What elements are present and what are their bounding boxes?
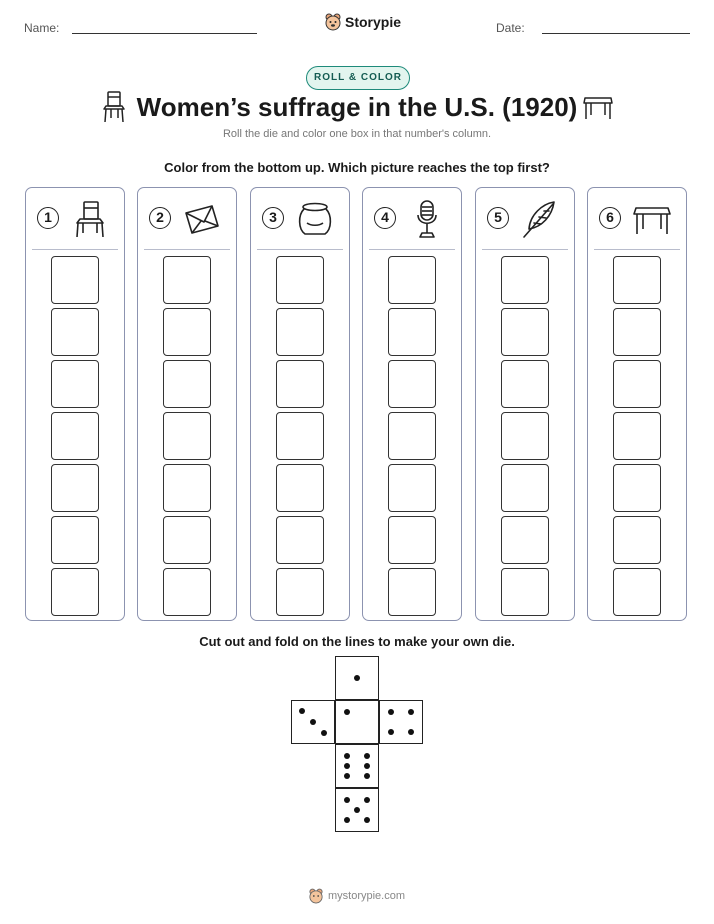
column-2: 2 xyxy=(137,187,237,621)
color-box[interactable] xyxy=(51,412,99,460)
column-6: 6 xyxy=(587,187,687,621)
color-box[interactable] xyxy=(613,308,661,356)
color-box[interactable] xyxy=(501,412,549,460)
color-box[interactable] xyxy=(163,360,211,408)
color-box[interactable] xyxy=(276,568,324,616)
color-box[interactable] xyxy=(613,516,661,564)
die-face-center-1 xyxy=(335,700,379,744)
color-box[interactable] xyxy=(276,308,324,356)
footer-url[interactable]: mystorypie.com xyxy=(327,890,406,902)
color-box[interactable] xyxy=(51,256,99,304)
color-box[interactable] xyxy=(613,568,661,616)
color-box[interactable] xyxy=(388,516,436,564)
column-3: 3 xyxy=(250,187,350,621)
name-label: Name: xyxy=(24,21,60,35)
color-box[interactable] xyxy=(163,568,211,616)
color-box[interactable] xyxy=(388,256,436,304)
column-5: 5 xyxy=(475,187,575,621)
color-box[interactable] xyxy=(501,256,549,304)
color-box[interactable] xyxy=(51,568,99,616)
color-box[interactable] xyxy=(613,360,661,408)
color-box[interactable] xyxy=(51,516,99,564)
feather-icon xyxy=(523,201,555,238)
color-box[interactable] xyxy=(163,516,211,564)
color-box[interactable] xyxy=(163,464,211,512)
color-box[interactable] xyxy=(613,464,661,512)
table-icon xyxy=(583,97,613,119)
color-box[interactable] xyxy=(388,360,436,408)
color-box[interactable] xyxy=(163,256,211,304)
color-instruction: Color from the bottom up. Which picture … xyxy=(164,160,550,175)
color-box[interactable] xyxy=(501,308,549,356)
color-box[interactable] xyxy=(501,568,549,616)
color-box[interactable] xyxy=(276,464,324,512)
subtitle: Roll the die and color one box in that n… xyxy=(222,128,492,140)
column-number: 4 xyxy=(374,207,396,229)
color-box[interactable] xyxy=(613,256,661,304)
chair-icon xyxy=(103,91,125,123)
color-box[interactable] xyxy=(51,360,99,408)
die-face-6 xyxy=(335,744,379,788)
storypie-mascot-icon xyxy=(325,13,341,31)
die-face-4 xyxy=(379,700,423,744)
column-number: 5 xyxy=(487,207,509,229)
date-label: Date: xyxy=(496,21,525,35)
color-box[interactable] xyxy=(51,464,99,512)
color-box[interactable] xyxy=(388,568,436,616)
column-number: 6 xyxy=(599,207,621,229)
column-number: 1 xyxy=(37,207,59,229)
color-box[interactable] xyxy=(388,412,436,460)
column-number: 3 xyxy=(262,207,284,229)
color-box[interactable] xyxy=(276,360,324,408)
color-box[interactable] xyxy=(388,464,436,512)
brand-name: Storypie xyxy=(345,14,402,30)
name-line[interactable] xyxy=(72,33,257,34)
table-icon xyxy=(633,207,671,234)
envelope-icon xyxy=(185,205,219,234)
pot-icon xyxy=(298,202,332,235)
column-4: 4 xyxy=(362,187,462,621)
brand-logo: Storypie xyxy=(325,13,401,31)
color-box[interactable] xyxy=(501,360,549,408)
die-face-1 xyxy=(335,656,379,700)
die-face-3 xyxy=(291,700,335,744)
storypie-mascot-icon xyxy=(309,888,323,904)
color-box[interactable] xyxy=(276,412,324,460)
color-box[interactable] xyxy=(163,308,211,356)
color-box[interactable] xyxy=(613,412,661,460)
die-face-5 xyxy=(335,788,379,832)
page-title: Women’s suffrage in the U.S. (1920) xyxy=(136,92,578,122)
color-box[interactable] xyxy=(276,516,324,564)
microphone-icon xyxy=(417,200,437,238)
column-1: 1 xyxy=(25,187,125,621)
chair-icon xyxy=(76,201,104,238)
color-box[interactable] xyxy=(276,256,324,304)
color-box[interactable] xyxy=(163,412,211,460)
date-line[interactable] xyxy=(542,33,690,34)
column-number: 2 xyxy=(149,207,171,229)
footer: mystorypie.com xyxy=(0,888,714,904)
color-box[interactable] xyxy=(501,464,549,512)
color-box[interactable] xyxy=(51,308,99,356)
roll-color-badge: ROLL & COLOR xyxy=(306,66,410,90)
die-instruction: Cut out and fold on the lines to make yo… xyxy=(199,634,515,649)
color-box[interactable] xyxy=(501,516,549,564)
color-box[interactable] xyxy=(388,308,436,356)
